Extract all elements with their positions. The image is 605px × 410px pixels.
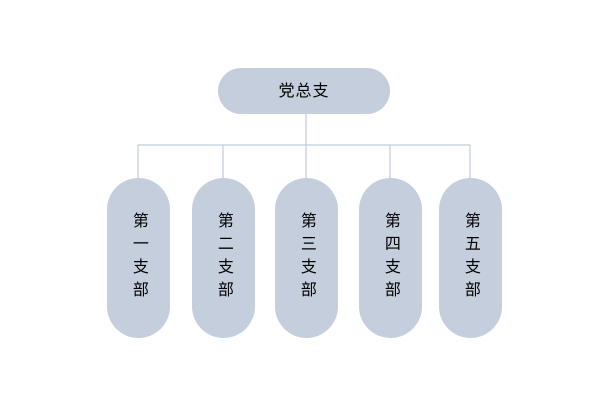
- node-branch-1[interactable]: 第一支部: [107, 178, 170, 338]
- node-branch-4-label: 第四支部: [381, 212, 401, 304]
- node-branch-4[interactable]: 第四支部: [359, 178, 422, 338]
- node-branch-3[interactable]: 第三支部: [275, 178, 338, 338]
- node-branch-2[interactable]: 第二支部: [192, 178, 255, 338]
- node-branch-5-label: 第五支部: [461, 212, 481, 304]
- node-branch-2-label: 第二支部: [214, 212, 234, 304]
- node-root[interactable]: 党总支: [218, 68, 390, 114]
- node-branch-5[interactable]: 第五支部: [439, 178, 502, 338]
- node-branch-3-label: 第三支部: [297, 212, 317, 304]
- node-root-label: 党总支: [278, 81, 330, 100]
- node-branch-1-label: 第一支部: [129, 212, 149, 304]
